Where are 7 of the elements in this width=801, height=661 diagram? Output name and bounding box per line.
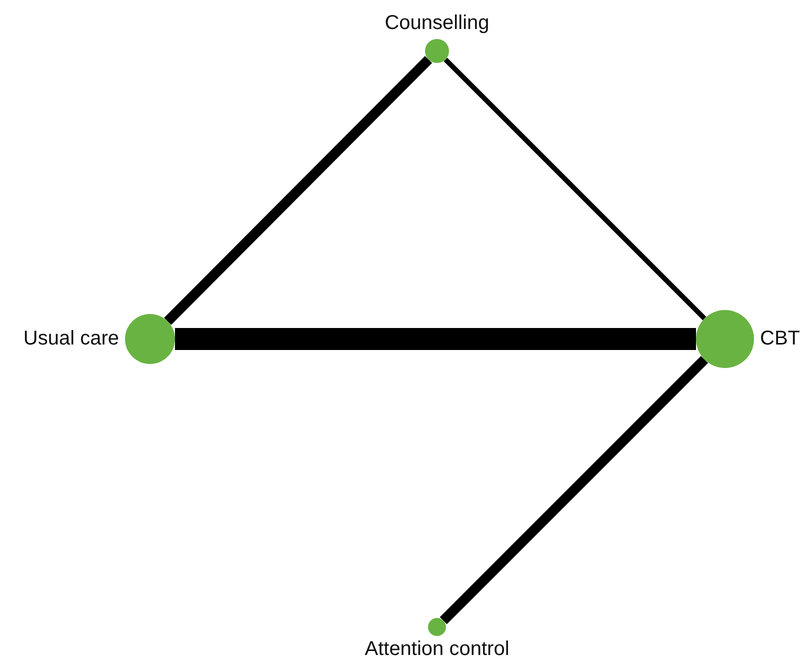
node-label: Counselling — [384, 12, 490, 35]
network-edge — [164, 56, 432, 325]
network-edge — [440, 356, 708, 624]
node-label: CBT — [760, 328, 800, 350]
network-edge — [444, 58, 706, 320]
node-label: Attention control — [364, 638, 510, 661]
node-label: Usual care — [23, 328, 119, 350]
